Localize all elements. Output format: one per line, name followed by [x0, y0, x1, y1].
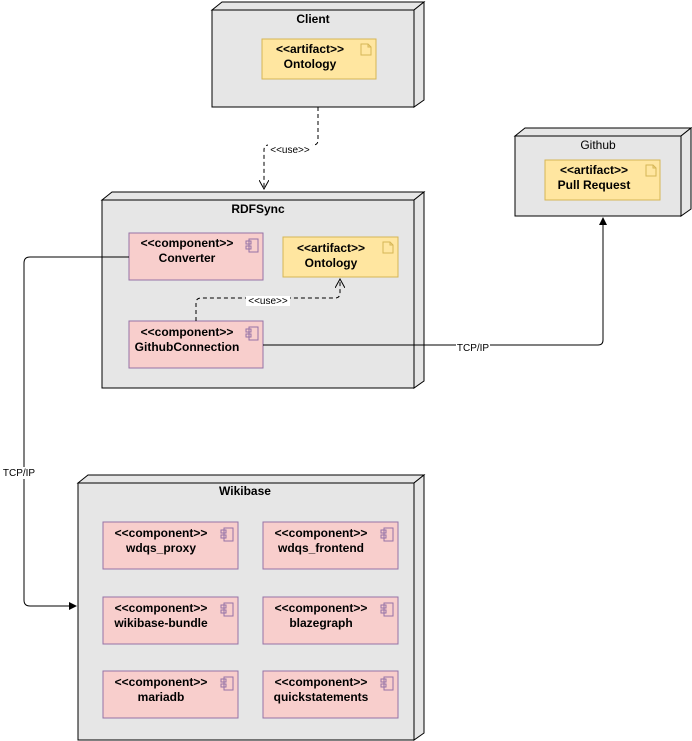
component-stereotype: <<component>>	[275, 675, 368, 689]
blazegraph-component[interactable]: <<component>> blazegraph	[262, 596, 399, 645]
component-stereotype: <<component>>	[275, 526, 368, 540]
client-use-label: <<use>>	[270, 145, 310, 156]
wdqs-proxy-component[interactable]: <<component>> wdqs_proxy	[102, 521, 239, 570]
component-icon	[380, 676, 394, 691]
wdqs-frontend-component[interactable]: <<component>> wdqs_frontend	[262, 521, 399, 570]
document-icon	[360, 43, 372, 56]
client-node-title: Client	[296, 12, 329, 26]
component-icon	[220, 527, 234, 542]
github-pull-request-artifact[interactable]: <<artifact>> Pull Request	[544, 159, 661, 201]
component-icon	[220, 602, 234, 617]
artifact-name: Ontology	[305, 256, 358, 270]
component-icon	[380, 602, 394, 617]
component-stereotype: <<component>>	[115, 675, 208, 689]
component-stereotype: <<component>>	[141, 325, 234, 339]
document-icon	[382, 241, 394, 254]
wikibase-node-title: Wikibase	[219, 484, 271, 498]
component-name: wikibase-bundle	[113, 616, 208, 630]
wikibase-bundle-component[interactable]: <<component>> wikibase-bundle	[102, 596, 239, 645]
wikibase-tcp-edge[interactable]: TCP/IP	[2, 256, 129, 610]
component-icon	[245, 326, 259, 341]
artifact-name: Ontology	[284, 57, 337, 71]
wikibase-tcp-label: TCP/IP	[3, 468, 36, 479]
component-stereotype: <<component>>	[115, 601, 208, 615]
component-name: quickstatements	[274, 690, 369, 704]
rdfsync-use-label: <<use>>	[248, 296, 288, 307]
artifact-stereotype: <<artifact>>	[276, 42, 344, 56]
component-icon	[220, 676, 234, 691]
component-stereotype: <<component>>	[275, 601, 368, 615]
client-ontology-artifact[interactable]: <<artifact>> Ontology	[261, 38, 377, 80]
component-stereotype: <<component>>	[141, 236, 234, 250]
document-icon	[645, 164, 657, 177]
component-name: GithubConnection	[135, 340, 240, 354]
mariadb-component[interactable]: <<component>> mariadb	[102, 670, 239, 719]
component-name: blazegraph	[289, 616, 352, 630]
quickstatements-component[interactable]: <<component>> quickstatements	[262, 670, 399, 719]
client-use-edge[interactable]: <<use>>	[264, 107, 319, 189]
component-name: wdqs_proxy	[125, 541, 196, 555]
rdfsync-use-edge[interactable]: <<use>>	[195, 279, 340, 321]
github-tcp-label: TCP/IP	[457, 343, 490, 354]
github-node-title: Github	[580, 138, 616, 152]
github-tcp-edge[interactable]: TCP/IP	[263, 217, 607, 354]
artifact-stereotype: <<artifact>>	[560, 163, 628, 177]
rdfsync-ontology-artifact[interactable]: <<artifact>> Ontology	[282, 236, 399, 278]
component-icon	[245, 238, 259, 253]
component-name: mariadb	[138, 690, 185, 704]
converter-component[interactable]: <<component>> Converter	[128, 232, 264, 281]
github-connection-component[interactable]: <<component>> GithubConnection	[128, 320, 264, 369]
artifact-stereotype: <<artifact>>	[297, 241, 365, 255]
component-name: Converter	[159, 251, 216, 265]
rdfsync-node[interactable]: RDFSync	[100, 190, 426, 389]
rdfsync-node-title: RDFSync	[231, 202, 285, 216]
component-stereotype: <<component>>	[115, 526, 208, 540]
component-icon	[380, 527, 394, 542]
artifact-name: Pull Request	[558, 178, 631, 192]
component-name: wdqs_frontend	[277, 541, 364, 555]
